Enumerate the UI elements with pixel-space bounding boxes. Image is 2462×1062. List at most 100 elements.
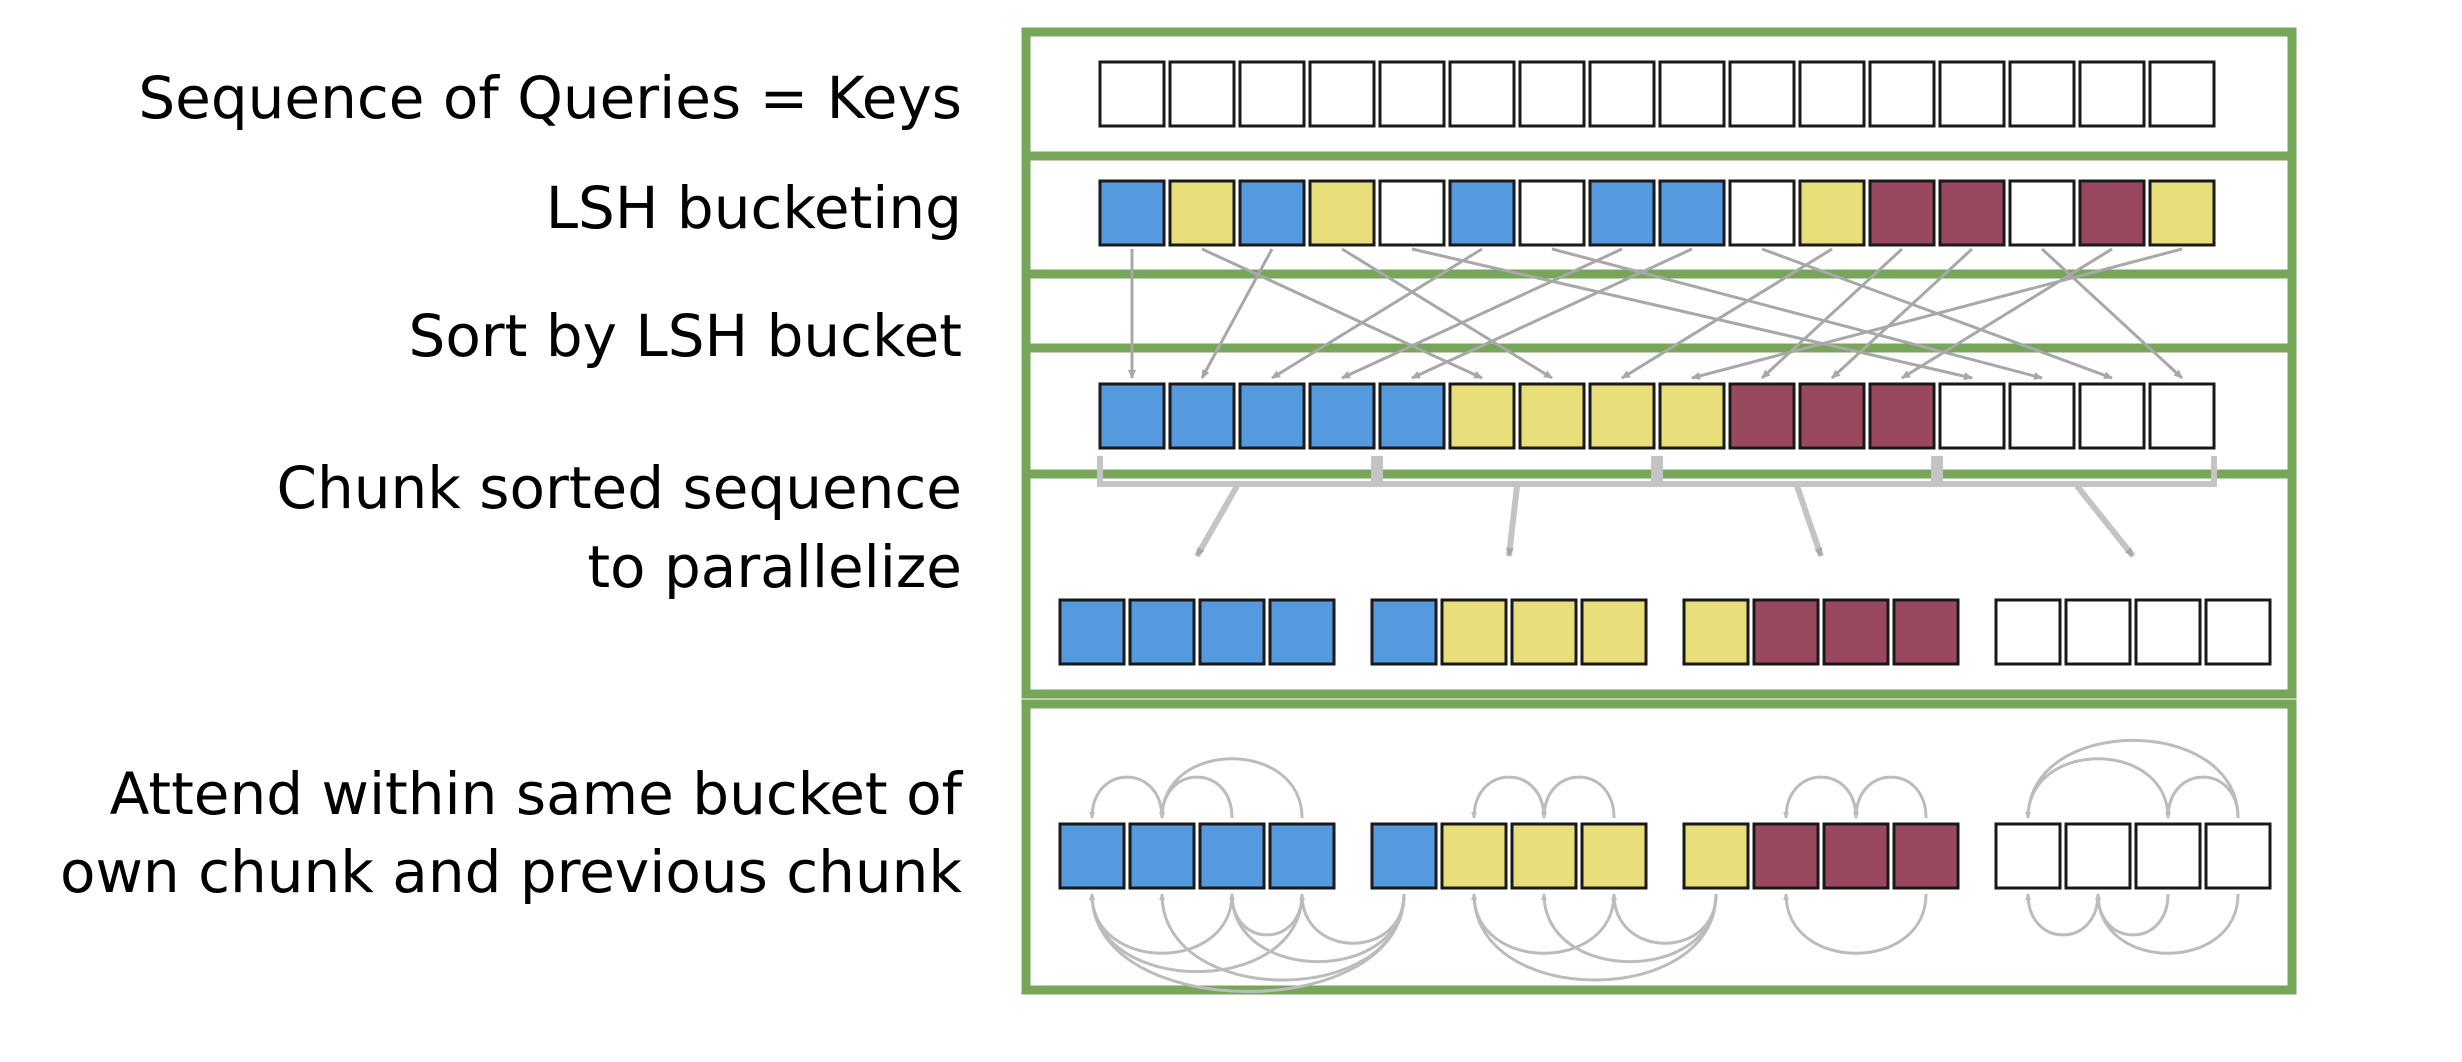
chunk-brackets: [1097, 456, 2217, 558]
attention-arc: [1783, 775, 1858, 819]
hashed-cell: [1448, 179, 1516, 247]
sorted-cell: [1378, 382, 1446, 450]
sequence-cell: [1728, 60, 1796, 128]
label-lsh-bucketing: LSH bucketing: [546, 174, 962, 242]
label-chunk-line-1: Chunk sorted sequence: [276, 454, 962, 522]
chunk-cell: [2134, 598, 2202, 666]
attention-arc: [2095, 893, 2240, 955]
sequence-cell: [1448, 60, 1516, 128]
chunked-row: [1058, 598, 2272, 666]
sort-arrow: [1621, 247, 1833, 380]
chunk-cell: [1682, 598, 1750, 666]
chunk-cell: [1752, 598, 1820, 666]
sequence-cell: [1518, 60, 1586, 128]
sequence-cell: [1238, 60, 1306, 128]
sort-arrow: [1901, 247, 2113, 380]
chunk-cell: [2204, 598, 2272, 666]
attend-cell: [1058, 822, 1126, 890]
chunk-arrow: [2074, 484, 2136, 558]
sorted-cell: [1938, 382, 2006, 450]
hashed-cell: [2078, 179, 2146, 247]
chunk-arrow: [1194, 484, 1240, 558]
attend-cell: [1268, 822, 1336, 890]
label-attend-line-2: own chunk and previous chunk: [60, 838, 962, 906]
sort-arrow: [1271, 247, 1483, 380]
sort-arrow: [1201, 247, 1483, 380]
hashed-cell: [1238, 179, 1306, 247]
attention-arc: [1089, 775, 1164, 819]
attention-arc: [2025, 893, 2100, 937]
sequence-cell: [2008, 60, 2076, 128]
sorted-cell: [1448, 382, 1516, 450]
label-attend-line-1: Attend within same bucket of: [110, 760, 964, 828]
hashed-cell: [1588, 179, 1656, 247]
attention-arc: [1159, 757, 1304, 819]
attention-arc: [1783, 893, 1928, 955]
hashed-cell: [2008, 179, 2076, 247]
hashed-cell: [1658, 179, 1726, 247]
sequence-cell: [1938, 60, 2006, 128]
hashed-cell: [1798, 179, 1866, 247]
sort-arrow: [1551, 247, 2043, 380]
sorted-cell: [1798, 382, 1866, 450]
chunk-cell: [1268, 598, 1336, 666]
chunk-cell: [1892, 598, 1960, 666]
sequence-cell: [1098, 60, 1166, 128]
sorted-cell: [1098, 382, 1166, 450]
attend-cell: [2064, 822, 2132, 890]
chunk-arrow: [1505, 485, 1520, 557]
sequence-cell: [1308, 60, 1376, 128]
attend-cell: [1994, 822, 2062, 890]
sort-arrow: [1830, 247, 1974, 380]
chunk-cell: [2064, 598, 2132, 666]
sorted-cell: [1518, 382, 1586, 450]
chunk-cell: [1822, 598, 1890, 666]
sorted-cell: [1168, 382, 1236, 450]
hashed-cell: [1518, 179, 1586, 247]
attend-cell: [1440, 822, 1508, 890]
sequence-cell: [1868, 60, 1936, 128]
chunk-bracket: [1097, 456, 1377, 487]
sorted-cell: [1308, 382, 1376, 450]
label-sort-by-bucket: Sort by LSH bucket: [409, 302, 963, 370]
chunk-cell: [1510, 598, 1578, 666]
attention-arc: [2025, 739, 2240, 819]
attend-cell: [1128, 822, 1196, 890]
sequence-cell: [1798, 60, 1866, 128]
hashed-cell: [1378, 179, 1446, 247]
hashed-cell: [1168, 179, 1236, 247]
chunk-bracket: [1377, 456, 1657, 487]
chunk-cell: [1198, 598, 1266, 666]
chunk-cell: [1440, 598, 1508, 666]
attention-arc: [1541, 775, 1616, 819]
sequence-cell: [2078, 60, 2146, 128]
chunk-cell: [1580, 598, 1648, 666]
attention-arc: [1853, 775, 1928, 819]
attend-cell: [1370, 822, 1438, 890]
attend-cell: [1198, 822, 1266, 890]
attention-arc: [1089, 893, 1304, 973]
attend-row: [1058, 822, 2272, 890]
chunk-bracket: [1657, 456, 1937, 487]
attend-cell: [2204, 822, 2272, 890]
sorted-cell: [2078, 382, 2146, 450]
attention-arc: [1299, 893, 1406, 945]
attention-arc: [1471, 893, 1718, 982]
attention-arcs: [1089, 739, 2240, 993]
hashed-cell: [1728, 179, 1796, 247]
sorted-row: [1098, 382, 2216, 450]
attend-cell: [1580, 822, 1648, 890]
attention-arc: [1611, 893, 1718, 945]
sorted-cell: [1658, 382, 1726, 450]
hashed-row: [1098, 179, 2216, 247]
attend-cell: [1822, 822, 1890, 890]
hashed-cell: [1938, 179, 2006, 247]
chunk-bracket: [1937, 456, 2217, 487]
sort-arrow: [1411, 247, 1693, 380]
chunk-cell: [1058, 598, 1126, 666]
hashed-cell: [2148, 179, 2216, 247]
sort-arrow: [2040, 247, 2184, 380]
chunk-cell: [1128, 598, 1196, 666]
chunk-cell: [1370, 598, 1438, 666]
